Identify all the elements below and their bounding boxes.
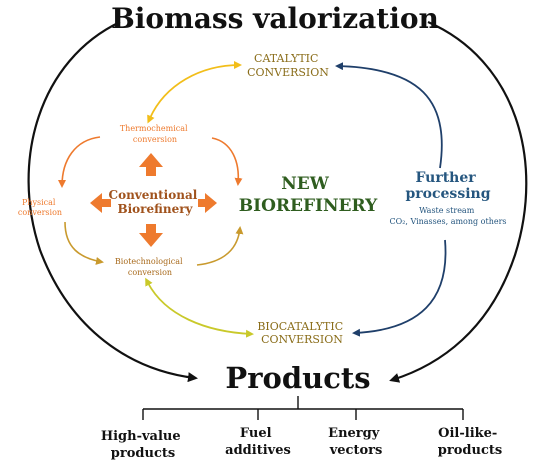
left-cycle-arrow — [27, 21, 198, 383]
thermo-to-physical-arrow — [58, 136, 101, 188]
products-heading: Products — [225, 361, 370, 395]
conventional-biorefinery-label: Conventional Biorefinery — [109, 188, 202, 216]
biocatalytic-conversion-label: BIOCATALYTIC CONVERSION — [257, 320, 346, 346]
down-block-arrow — [139, 224, 163, 247]
product-oil-like: Oil-like- products — [438, 426, 502, 458]
right-block-arrow — [198, 193, 217, 213]
thermochemical-conversion-label: Thermochemical conversion — [120, 124, 190, 144]
further-processing-heading: Further processing — [406, 170, 491, 202]
product-fuel-additives: Fuel additives — [225, 426, 291, 458]
left-block-arrow — [90, 193, 111, 213]
biotech-biocatalytic-arrow — [145, 277, 254, 338]
product-energy-vectors: Energy vectors — [328, 426, 384, 458]
new-biorefinery-label: NEW BIOREFINERY — [239, 174, 378, 216]
further-to-biocatalytic-arrow — [352, 239, 447, 337]
catalytic-conversion-label: CATALYTIC CONVERSION — [247, 52, 329, 79]
up-block-arrow — [139, 153, 163, 176]
physical-to-biotech-arrow — [64, 221, 104, 265]
product-high-value: High-value products — [101, 429, 185, 461]
further-to-catalytic-arrow — [335, 62, 443, 169]
biotech-to-new-arrow — [196, 226, 244, 266]
biotechnological-conversion-label: Biotechnological conversion — [115, 257, 185, 277]
physical-conversion-label: Physical conversion — [18, 198, 62, 217]
right-cycle-arrow — [389, 20, 528, 383]
thermo-to-new-arrow — [211, 137, 243, 186]
further-processing-details: Waste stream CO₂, Vinasses, among others — [389, 206, 506, 226]
page-title: Biomass valorization — [111, 2, 439, 35]
thermo-catalytic-arrow — [147, 61, 242, 124]
